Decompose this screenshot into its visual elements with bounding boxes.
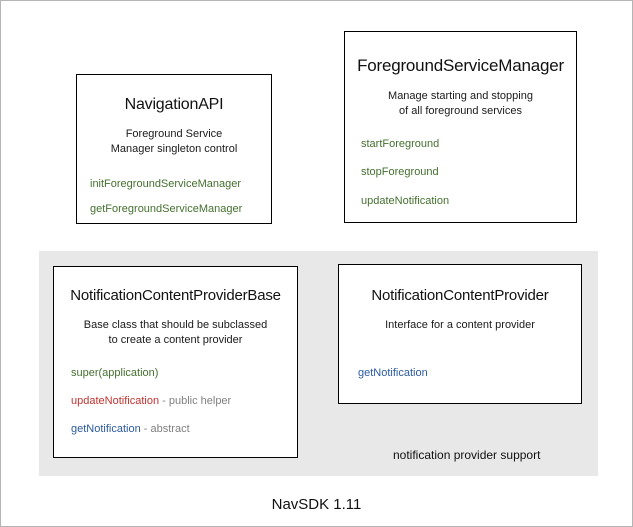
- class-description-notification-content-provider: Interface for a content provider: [339, 318, 581, 333]
- member-row[interactable]: startForeground: [361, 137, 576, 151]
- member-name: initForegroundServiceManager: [90, 177, 242, 190]
- class-title-foreground-service-manager: ForegroundServiceManager: [357, 56, 564, 75]
- class-title-notification-content-provider-base: NotificationContentProviderBase: [70, 287, 281, 304]
- class-box-notification-content-provider[interactable]: NotificationContentProvider Interface fo…: [338, 264, 582, 404]
- member-row[interactable]: updateNotification: [361, 194, 576, 208]
- class-description-navigation-api: Foreground Service Manager singleton con…: [77, 127, 271, 157]
- member-list-notification-content-provider: getNotification: [339, 366, 581, 380]
- class-description-line: Interface for a content provider: [385, 319, 535, 331]
- member-row[interactable]: getNotification: [358, 366, 581, 380]
- class-box-notification-content-provider-base[interactable]: NotificationContentProviderBase Base cla…: [53, 266, 298, 458]
- class-description-foreground-service-manager: Manage starting and stopping of all fore…: [345, 89, 576, 119]
- class-description-line: Manage starting and stopping: [388, 90, 533, 103]
- member-row[interactable]: getNotification - abstract: [71, 422, 297, 436]
- class-description-line: Manager singleton control: [110, 143, 238, 156]
- class-description-notification-content-provider-base: Base class that should be subclassed to …: [54, 318, 297, 348]
- class-description-line: to create a content provider: [108, 333, 243, 346]
- member-name: getNotification: [358, 366, 428, 379]
- class-title-notification-content-provider: NotificationContentProvider: [371, 287, 549, 304]
- class-box-foreground-service-manager[interactable]: ForegroundServiceManager Manage starting…: [344, 31, 577, 223]
- member-name: stopForeground: [361, 166, 439, 179]
- member-list-foreground-service-manager: startForeground stopForeground updateNot…: [345, 137, 576, 208]
- member-list-navigation-api: initForegroundServiceManager getForegrou…: [77, 177, 271, 217]
- member-row[interactable]: super(application): [71, 366, 297, 380]
- member-row[interactable]: initForegroundServiceManager: [90, 177, 271, 191]
- member-name: updateNotification: [361, 194, 450, 207]
- member-row[interactable]: updateNotification - public helper: [71, 394, 297, 408]
- member-list-notification-content-provider-base: super(application) updateNotification - …: [54, 366, 297, 437]
- class-description-line: of all foreground services: [399, 105, 522, 118]
- member-name: updateNotification: [71, 394, 160, 407]
- class-title-navigation-api: NavigationAPI: [124, 96, 224, 113]
- class-description-line: Foreground Service: [125, 128, 223, 141]
- member-name: super(application): [71, 366, 159, 379]
- member-row[interactable]: stopForeground: [361, 165, 576, 179]
- footer-caption: NavSDK 1.11: [271, 496, 362, 513]
- member-name: startForeground: [361, 138, 440, 151]
- group-panel-label: notification provider support: [393, 448, 541, 462]
- member-row[interactable]: getForegroundServiceManager: [90, 202, 271, 216]
- member-name: getNotification: [71, 423, 141, 436]
- member-note: - public helper: [159, 394, 232, 407]
- class-description-line: Base class that should be subclassed: [83, 319, 268, 331]
- member-name: getForegroundServiceManager: [90, 203, 243, 216]
- class-box-navigation-api[interactable]: NavigationAPI Foreground Service Manager…: [76, 74, 272, 224]
- member-note: - abstract: [140, 423, 190, 436]
